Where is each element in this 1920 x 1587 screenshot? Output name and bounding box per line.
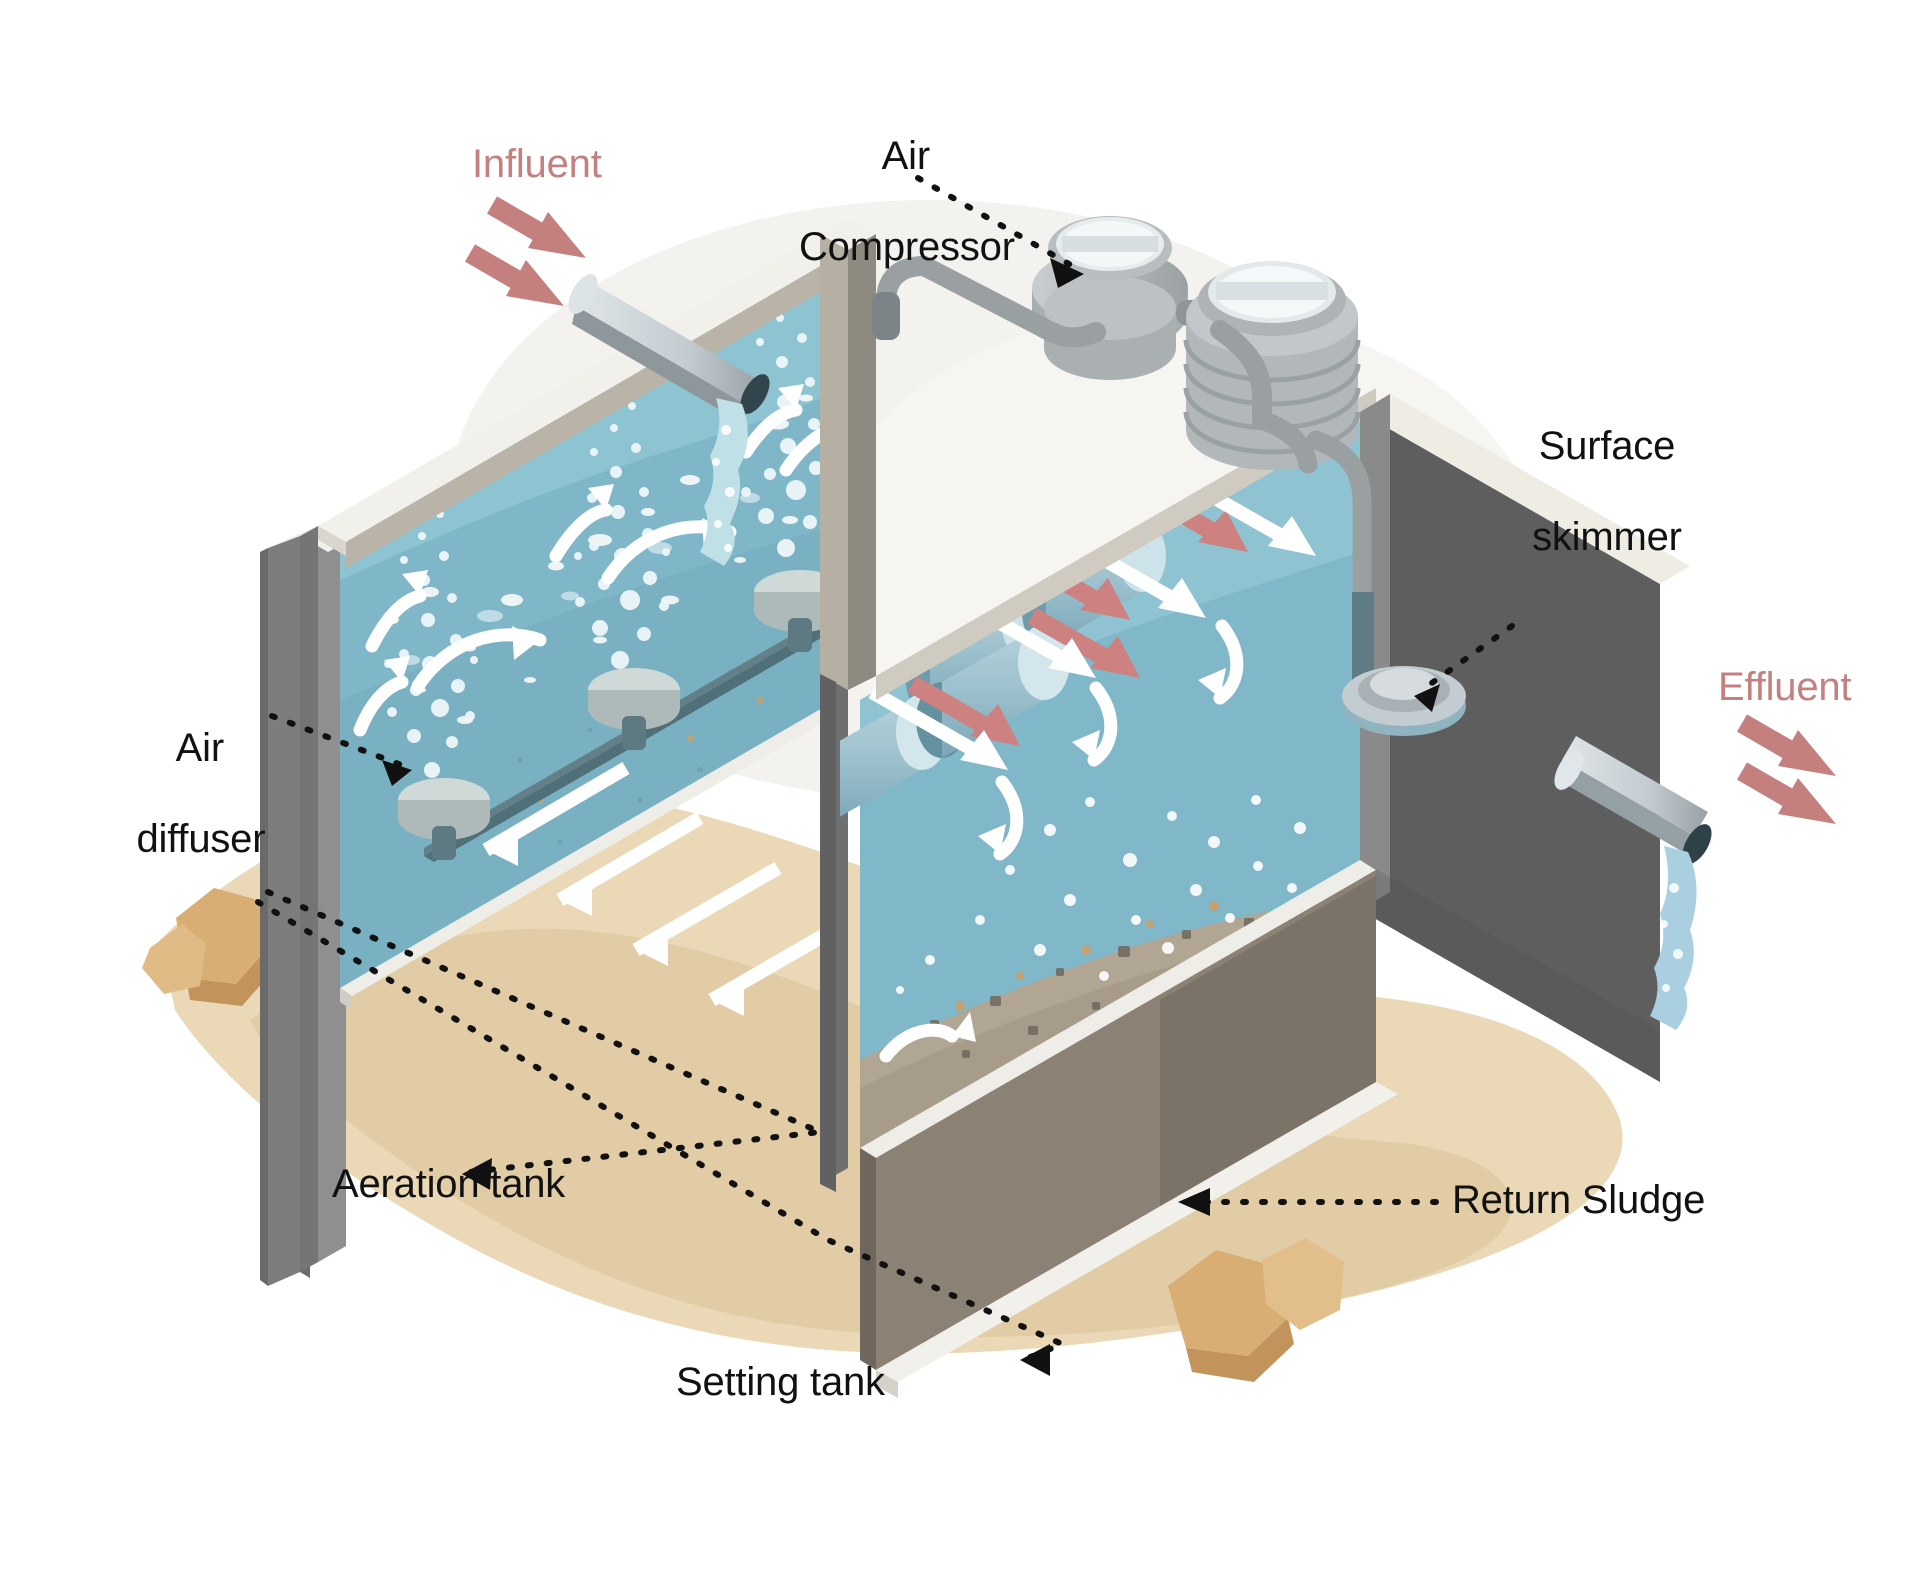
influent-pipe: [568, 274, 770, 566]
callout-leaders: [255, 175, 1515, 1361]
aeration-tank-rim: [300, 234, 848, 1272]
surface-skimmer: [1342, 666, 1466, 736]
label-influent: Influent: [472, 142, 602, 186]
label-aeration-tank: Aeration tank: [332, 1162, 566, 1206]
label-air-diffuser-line2: diffuser: [136, 816, 266, 861]
label-air-diffuser-line1: Air: [175, 725, 224, 770]
arrowhead-air-diffuser: [382, 760, 412, 786]
setting-tank: [840, 388, 1690, 1398]
leader-aeration-tank: [265, 889, 832, 1175]
leader-surface-skimmer: [1419, 623, 1515, 693]
label-surface-skimmer-line1: Surface: [1538, 423, 1676, 468]
arrowhead-aeration-tank: [462, 1158, 492, 1190]
callout-arrowheads: [382, 258, 1440, 1376]
arrowhead-return-sludge: [1178, 1188, 1210, 1216]
compressor-piping: [876, 255, 1272, 430]
label-air-compressor-line1: Air: [881, 133, 930, 178]
leader-air-diffuser: [269, 713, 407, 769]
arrowhead-air-compressor: [1050, 258, 1084, 288]
skimmer-downpipe: [1352, 592, 1374, 688]
skimmer-piping: [1252, 410, 1372, 610]
label-surface-skimmer: Surface skimmer: [1466, 378, 1726, 560]
rock-cluster-left: [142, 888, 272, 1006]
effluent-arrows: [1736, 714, 1836, 824]
rock-cluster-right: [1168, 1238, 1344, 1382]
label-surface-skimmer-line2: skimmer: [1532, 514, 1682, 559]
compressor-riser-stub: [872, 292, 900, 340]
air-diffuser-1: [398, 778, 490, 860]
label-setting-tank: Setting tank: [676, 1360, 885, 1404]
label-air-compressor: Air Compressor: [756, 88, 1036, 270]
arrowhead-surface-skimmer: [1414, 684, 1440, 712]
arrowhead-setting-tank: [1020, 1344, 1050, 1376]
effluent-pipe: [1554, 736, 1712, 1030]
label-air-compressor-line2: Compressor: [798, 224, 1015, 269]
bubble-plume-3: [741, 314, 833, 557]
label-effluent: Effluent: [1718, 665, 1852, 709]
influent-arrows: [464, 196, 586, 306]
label-air-diffuser: Air diffuser: [80, 680, 300, 862]
label-return-sludge: Return Sludge: [1452, 1178, 1706, 1222]
leader-air-compressor: [915, 175, 1079, 271]
air-diffuser-2: [588, 668, 680, 750]
